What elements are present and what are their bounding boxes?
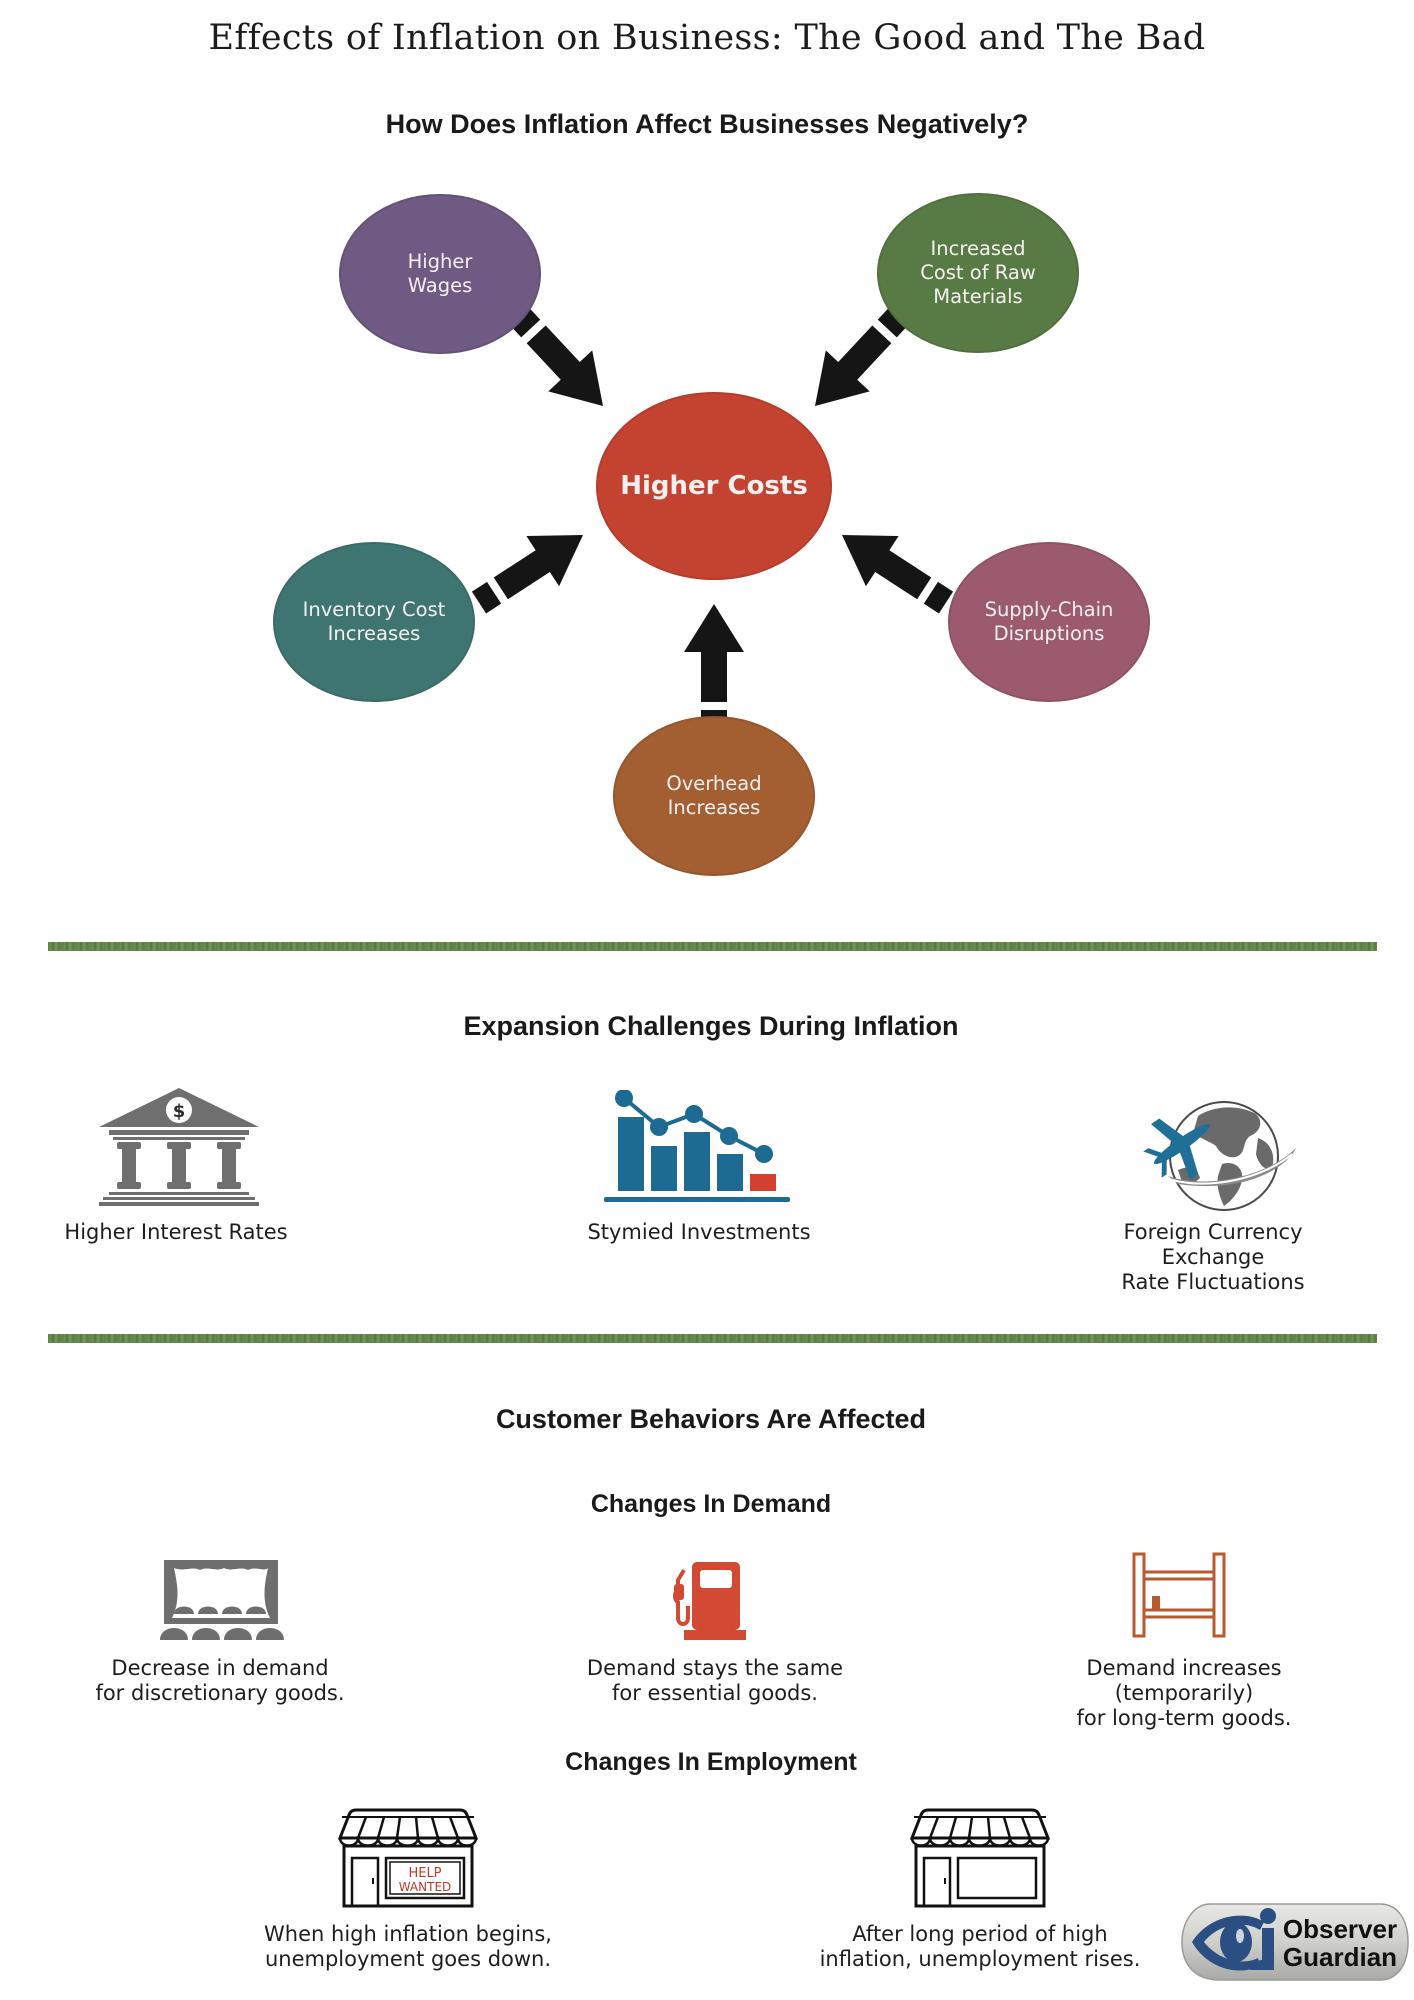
bubble-raw-materials: Increased Cost of Raw Materials [877,193,1079,353]
higher-interest-rates-label: Higher Interest Rates [64,1220,288,1244]
declining-bar-chart-icon [604,1090,790,1202]
svg-text:$: $ [173,1101,186,1122]
logo-line1: Observer [1283,1914,1397,1944]
bubble-inventory-cost: Inventory Cost Increases [273,542,475,702]
logo-line2: Guardian [1283,1942,1397,1972]
eye-icon [1192,1915,1264,1971]
section-divider [48,1334,1377,1343]
changes-in-employment-heading: Changes In Employment [565,1748,857,1776]
bubble-label: Supply-Chain Disruptions [984,598,1114,645]
arrow-from-inventory [462,509,600,628]
observer-guardian-logo: Observer Guardian [1180,1900,1410,1984]
bubble-overhead: Overhead Increases [613,716,815,876]
arrow-from-overhead [684,604,744,728]
bubble-label: Overhead Increases [666,772,762,819]
bubble-label: Inventory Cost Increases [302,598,446,645]
section-divider [48,942,1377,951]
logo-badge: Observer Guardian [1181,1903,1409,1981]
help-wanted-sign-line2: WANTED [399,1880,452,1894]
currency-exchange-label: Foreign Currency Exchange Rate Fluctuati… [1121,1220,1305,1294]
bubble-label: Higher Costs [620,471,808,501]
arrow-from-supply-chain [825,509,963,628]
page-title: Effects of Inflation on Business: The Go… [208,18,1206,58]
bubble-label: Increased Cost of Raw Materials [920,237,1036,308]
bookshelf-icon [1132,1552,1226,1638]
theater-icon [160,1560,284,1640]
bank-dollar-icon: $ [99,1088,259,1206]
help-wanted-sign-line1: HELP [408,1866,441,1881]
changes-in-demand-heading: Changes In Demand [590,1490,832,1518]
discretionary-goods-label: Decrease in demand for discretionary goo… [95,1656,345,1705]
negative-effects-heading: How Does Inflation Affect Businesses Neg… [385,109,1029,139]
bubble-higher-costs: Higher Costs [596,392,832,580]
globe-airplane-icon [1143,1101,1296,1211]
bubble-supply-chain: Supply-Chain Disruptions [948,542,1150,702]
unemployment-down-label: When high inflation begins, unemployment… [264,1922,552,1971]
essential-goods-label: Demand stays the same for essential good… [586,1656,844,1705]
expansion-heading: Expansion Challenges During Inflation [463,1011,959,1041]
stymied-investments-label: Stymied Investments [587,1220,811,1244]
bubble-higher-wages: Higher Wages [339,194,541,354]
customer-behaviors-heading: Customer Behaviors Are Affected [495,1404,927,1434]
bubble-label: Higher Wages [407,250,473,297]
unemployment-rises-label: After long period of high inflation, une… [819,1922,1141,1971]
long-term-goods-label: Demand increases (temporarily) for long-… [1076,1656,1292,1730]
storefront-help-wanted-icon: HELP WANTED [338,1808,478,1908]
gas-pump-icon [673,1562,746,1640]
storefront-icon [910,1808,1050,1908]
